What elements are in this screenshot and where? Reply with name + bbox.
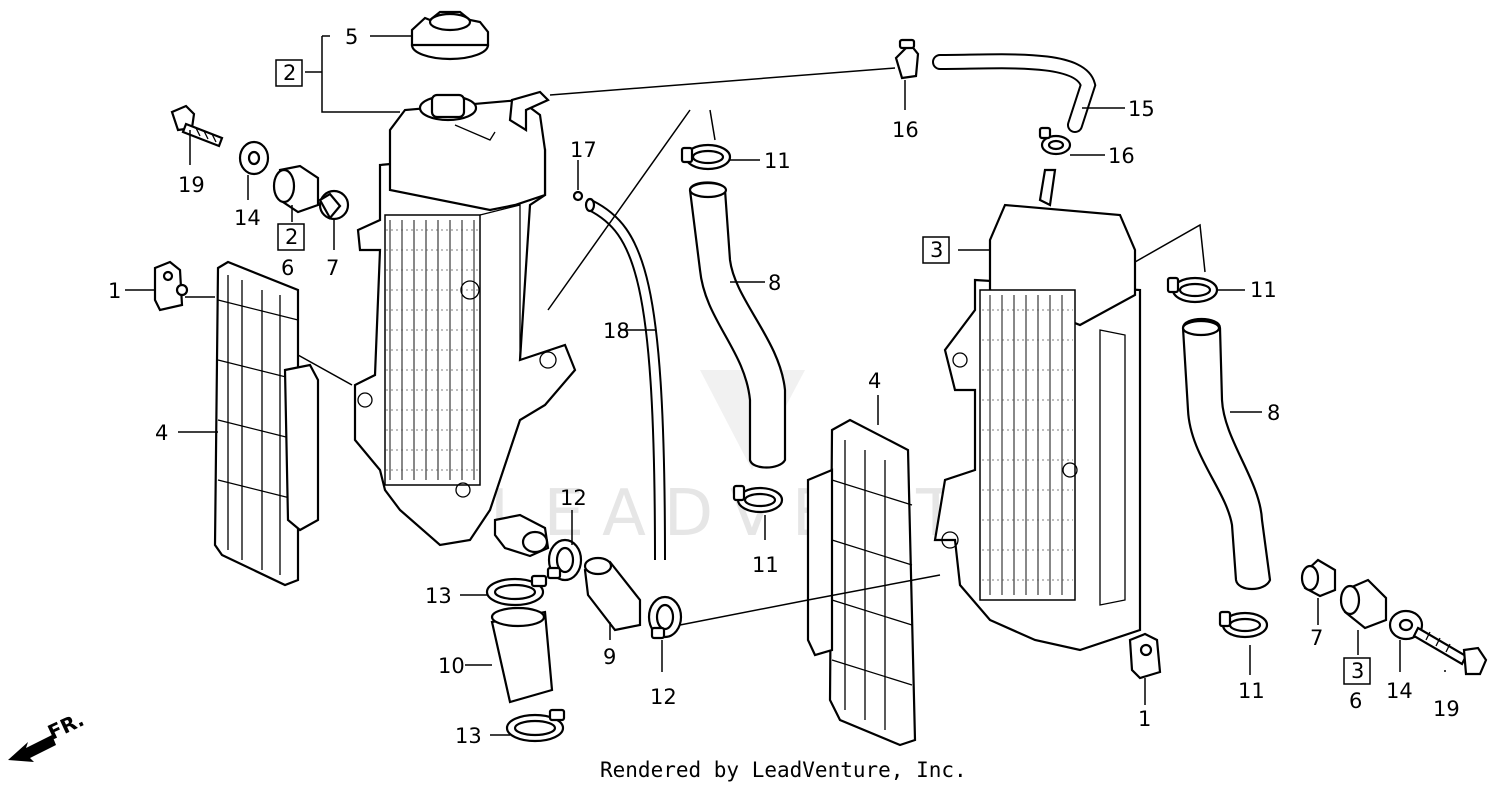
bolt-19-right — [1412, 626, 1488, 676]
callout-11-b: 11 — [752, 553, 779, 577]
hose-9 — [583, 556, 642, 632]
hose-clamp-12-a — [546, 538, 583, 582]
bracket-1-right — [1128, 632, 1162, 680]
callout-8-left: 8 — [768, 271, 781, 295]
shroud-left — [213, 260, 320, 587]
callout-18: 18 — [603, 319, 630, 343]
front-direction-arrow-icon — [8, 735, 56, 762]
hose-clamp-13-b — [505, 708, 566, 743]
radiator-left-core — [384, 214, 481, 486]
hose-8-right — [1181, 317, 1272, 591]
callout-15: 15 — [1128, 97, 1155, 121]
radiator-left — [353, 90, 577, 558]
callout-2b: 2 — [285, 225, 298, 249]
callout-5: 5 — [345, 25, 358, 49]
callout-16-b: 16 — [1108, 144, 1135, 168]
callout-box-2 — [275, 59, 303, 87]
footer-credit: Rendered by LeadVenture, Inc. — [600, 758, 967, 782]
clip-17 — [572, 190, 584, 202]
callout-11-d: 11 — [1238, 679, 1265, 703]
callout-13-a: 13 — [425, 584, 452, 608]
washer-14-left — [238, 140, 270, 176]
callout-6-right: 6 — [1349, 689, 1362, 713]
hose-15 — [932, 53, 1097, 133]
callout-box-2b — [277, 223, 305, 251]
callout-box-3b — [1343, 657, 1371, 685]
callout-11-a: 11 — [764, 149, 791, 173]
callout-19-left: 19 — [178, 173, 205, 197]
hose-clamp-11-d — [1218, 610, 1269, 639]
leader-lines — [125, 35, 1446, 736]
callout-17: 17 — [570, 138, 597, 162]
callout-12-b: 12 — [650, 685, 677, 709]
hose-clamp-11-c — [1166, 276, 1219, 304]
callout-3: 3 — [930, 238, 943, 262]
washer-14-right — [1388, 609, 1424, 641]
callout-11-c: 11 — [1250, 278, 1277, 302]
callout-1-left: 1 — [108, 279, 121, 303]
callout-14-left: 14 — [234, 206, 261, 230]
callout-box-3 — [922, 236, 950, 264]
collar-7-right — [1300, 558, 1337, 598]
hose-8-left — [688, 181, 787, 469]
callout-14-right: 14 — [1386, 679, 1413, 703]
callout-1-right: 1 — [1138, 707, 1151, 731]
callout-4-left: 4 — [155, 421, 168, 445]
radiator-right-core — [979, 289, 1076, 601]
callout-8-right: 8 — [1267, 401, 1280, 425]
callout-9: 9 — [603, 645, 616, 669]
callout-7-right: 7 — [1310, 626, 1323, 650]
callout-4-right: 4 — [868, 369, 881, 393]
radiator-cap-5 — [410, 10, 490, 61]
clip-16-b — [1038, 126, 1072, 156]
shroud-right — [806, 418, 917, 747]
radiator-right — [933, 168, 1142, 652]
callout-2: 2 — [283, 61, 296, 85]
callout-10: 10 — [438, 654, 465, 678]
hose-clamp-11-a — [680, 143, 732, 171]
grommet-6-left — [272, 164, 320, 214]
callout-19-right: 19 — [1433, 697, 1460, 721]
callout-7-left: 7 — [326, 256, 339, 280]
bolt-19-left — [170, 104, 224, 148]
bracket-1-left — [153, 260, 189, 312]
clip-16-a — [894, 38, 920, 80]
hose-10 — [490, 606, 554, 704]
collar-7-left — [318, 189, 350, 221]
hose-clamp-11-b — [732, 484, 784, 514]
breather-hose-18 — [584, 197, 666, 561]
callout-6-left: 6 — [281, 256, 294, 280]
grommet-6-right — [1339, 578, 1388, 630]
callout-13-b: 13 — [455, 724, 482, 748]
hose-clamp-13-a — [485, 574, 548, 607]
front-direction-label: FR. — [44, 707, 88, 744]
callout-3b: 3 — [1351, 659, 1364, 683]
callout-16-a: 16 — [892, 118, 919, 142]
callout-12-a: 12 — [560, 486, 587, 510]
hose-clamp-12-b — [647, 595, 683, 640]
